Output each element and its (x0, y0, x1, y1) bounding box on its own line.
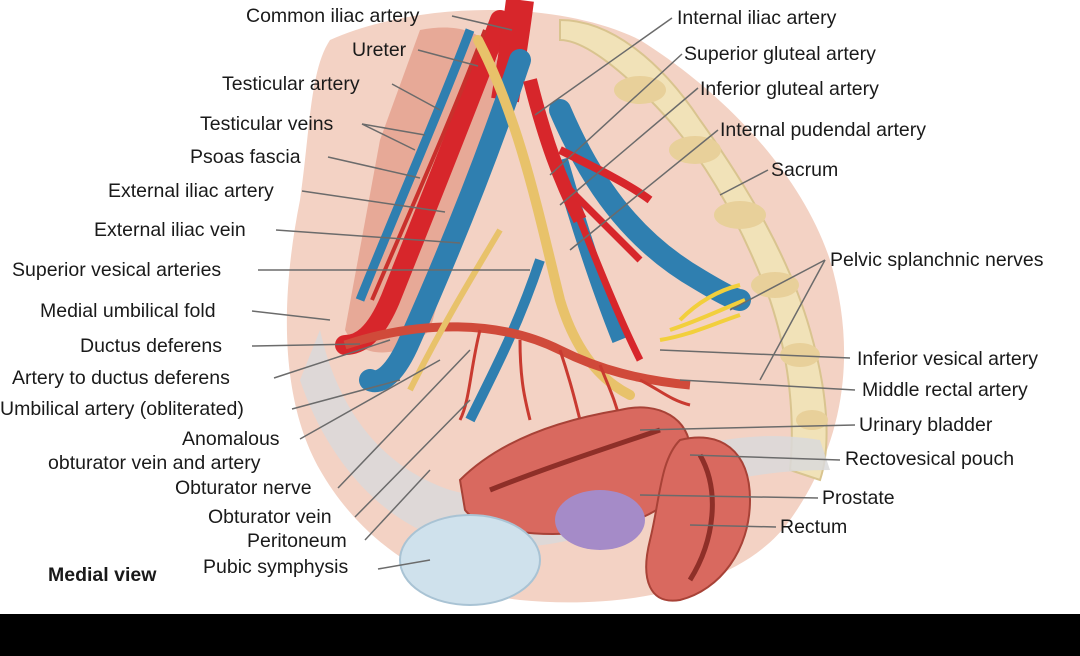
label-middle-rectal-artery: Middle rectal artery (862, 379, 1028, 401)
label-inferior-vesical-artery: Inferior vesical artery (857, 348, 1038, 370)
label-psoas-fascia: Psoas fascia (190, 146, 301, 168)
rectum-organ (645, 436, 752, 602)
sacral-segments (614, 76, 828, 430)
umbilical-artery-vessel (343, 322, 691, 390)
splanchnic-nerve-plexus (659, 283, 746, 342)
label-pelvic-splanchnic-nerves: Pelvic splanchnic nerves (830, 249, 1044, 271)
internal-pudendal-branch (576, 218, 644, 362)
label-prostate: Prostate (822, 487, 895, 509)
label-inferior-gluteal-artery: Inferior gluteal artery (700, 78, 879, 100)
pubic-symphysis-bone (399, 514, 541, 606)
label-pubic-symphysis: Pubic symphysis (203, 556, 349, 578)
label-obturator-vein-and-artery: obturator vein and artery (48, 452, 261, 474)
label-external-iliac-vein: External iliac vein (94, 219, 246, 241)
ductus-deferens-vessel (407, 228, 503, 392)
label-superior-vesical-arteries: Superior vesical arteries (12, 259, 222, 281)
label-internal-iliac-artery: Internal iliac artery (677, 7, 837, 29)
label-ductus-deferens: Ductus deferens (80, 335, 222, 357)
label-obturator-nerve: Obturator nerve (175, 477, 312, 499)
prostate-organ (555, 490, 645, 550)
testicular-veins-vessel (355, 28, 475, 302)
label-umbilical-artery: Umbilical artery (obliterated) (0, 398, 244, 420)
external-iliac-vein-vessel (359, 49, 531, 393)
label-internal-pudendal-artery: Internal pudendal artery (720, 119, 926, 141)
label-medial-umbilical-fold: Medial umbilical fold (40, 300, 216, 322)
label-artery-to-ductus-deferens: Artery to ductus deferens (12, 367, 230, 389)
label-peritoneum: Peritoneum (247, 530, 347, 552)
peritoneum-fold (300, 330, 830, 548)
label-ureter: Ureter (352, 39, 407, 61)
label-rectum: Rectum (780, 516, 848, 538)
inferior-gluteal-branch (567, 187, 643, 263)
sacrum-bone (559, 18, 828, 482)
ureter-vessel (473, 35, 635, 400)
label-external-iliac-artery: External iliac artery (108, 180, 274, 202)
vein-branch-b (465, 258, 545, 423)
label-testicular-artery: Testicular artery (222, 73, 360, 95)
superior-gluteal-branch (558, 146, 653, 204)
internal-iliac-vein-vessel (549, 99, 751, 311)
leader-lines (251, 15, 856, 570)
rectum-lumen (687, 453, 715, 582)
label-sacrum: Sacrum (771, 159, 839, 181)
label-superior-gluteal-artery: Superior gluteal artery (684, 43, 876, 65)
testicular-artery-vessel (370, 29, 487, 301)
label-anomalous: Anomalous (182, 428, 280, 450)
label-obturator-vein: Obturator vein (208, 506, 332, 528)
bottom-black-bar (0, 614, 1080, 656)
label-common-iliac-artery: Common iliac artery (246, 5, 420, 27)
label-testicular-veins: Testicular veins (200, 113, 334, 135)
bladder-lumen (489, 427, 661, 493)
view-caption: Medial view (48, 564, 157, 586)
label-urinary-bladder: Urinary bladder (859, 414, 993, 436)
internal-iliac-artery-vessel (523, 78, 587, 224)
label-rectovesical-pouch: Rectovesical pouch (845, 448, 1015, 470)
